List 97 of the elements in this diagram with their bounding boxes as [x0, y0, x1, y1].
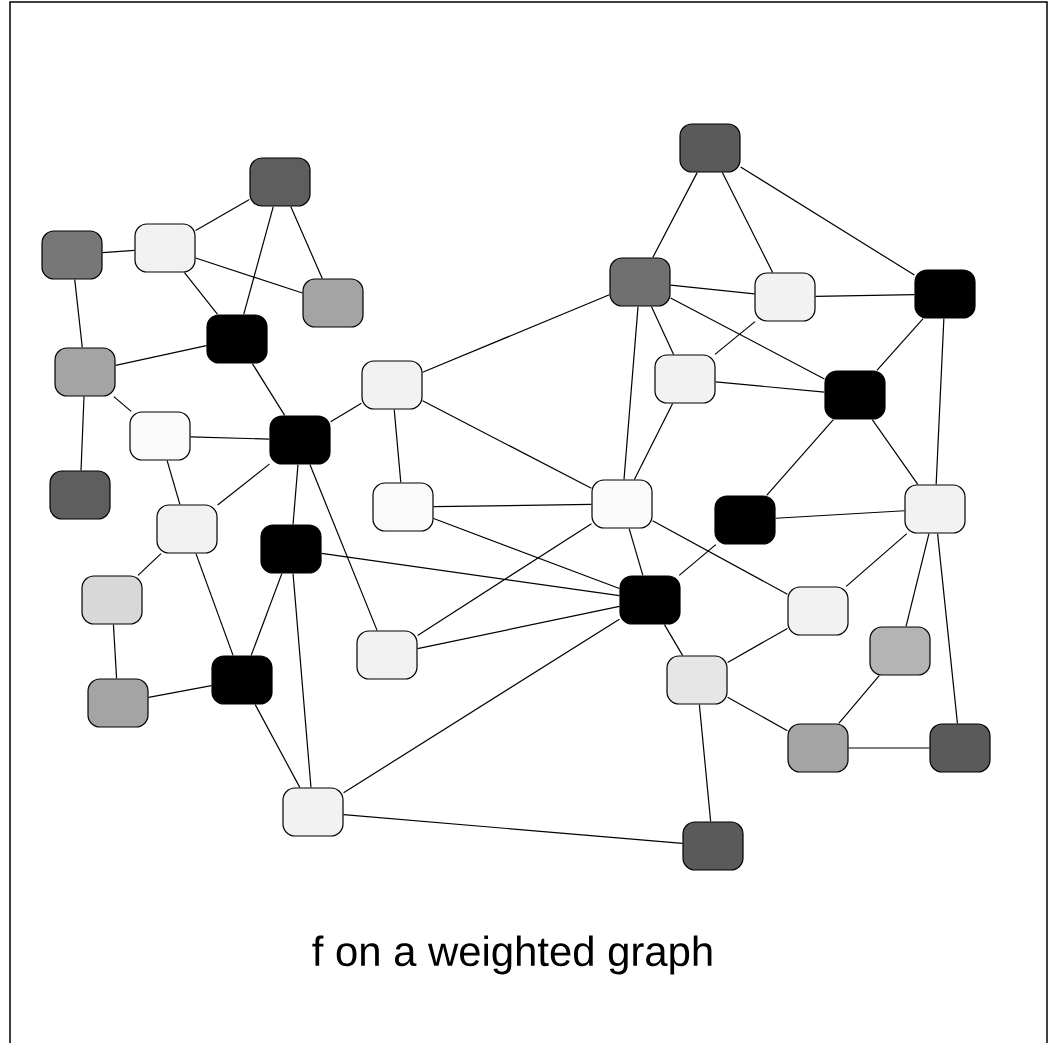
edge-line [343, 618, 620, 794]
edge-line [148, 685, 212, 698]
edge-line [292, 573, 312, 788]
edge-line [623, 306, 639, 480]
graph-node [619, 575, 681, 625]
graph-node [260, 524, 322, 574]
edge-line [290, 206, 323, 279]
edge-line [251, 363, 286, 416]
edge-line [652, 520, 788, 595]
edge-line [195, 553, 234, 656]
graph-node [249, 157, 311, 207]
edge-line [417, 523, 592, 636]
edge-line [652, 172, 698, 258]
edge-line [74, 279, 83, 348]
edge-line [727, 627, 788, 664]
edge-line [715, 381, 825, 393]
graph-node [904, 484, 966, 534]
graph-node [87, 678, 149, 728]
edge-line [113, 396, 132, 412]
graph-node [302, 278, 364, 328]
graph-node [787, 723, 849, 773]
edge-line [243, 206, 274, 315]
edge-line [190, 436, 270, 440]
edge-line [848, 747, 930, 749]
edge-line [905, 533, 930, 627]
edge-line [766, 419, 834, 496]
graph-node [824, 370, 886, 420]
edge-line [871, 419, 919, 485]
edge-line [393, 409, 402, 483]
edge-line [137, 553, 162, 576]
edge-line [309, 464, 378, 631]
edge-line [433, 517, 620, 590]
edge-line [876, 318, 924, 371]
graph-node [211, 655, 273, 705]
edge-line [112, 624, 118, 679]
edge-line [815, 293, 915, 298]
graph-node [714, 495, 776, 545]
edge-line [935, 318, 945, 485]
graph-node [282, 787, 344, 837]
edge-line [292, 464, 299, 525]
edge-line [775, 510, 905, 519]
graph-node [591, 479, 653, 529]
edge-line [678, 544, 717, 576]
edge-line [250, 573, 283, 656]
graph-node [356, 630, 418, 680]
edge-line [330, 402, 362, 423]
edge-line [633, 403, 674, 480]
graph-node [81, 575, 143, 625]
edge-line [102, 249, 135, 254]
caption: f on a weighted graph [312, 935, 712, 975]
graph-node [41, 230, 103, 280]
edge-line [740, 166, 915, 276]
graph-node [361, 360, 423, 410]
graph-node [869, 626, 931, 676]
edge-line [166, 460, 181, 505]
edge-line [670, 284, 755, 295]
graph-node [609, 257, 671, 307]
graph-node [269, 415, 331, 465]
edge-line [714, 321, 756, 355]
graph-node [49, 470, 111, 520]
edge-line [195, 257, 303, 294]
graph-node [679, 123, 741, 173]
graph-node [206, 314, 268, 364]
edge-line [721, 172, 774, 273]
edge-line [422, 294, 610, 373]
edge-line [663, 624, 684, 656]
graph-node [682, 821, 744, 871]
edge-line [698, 704, 712, 822]
graph-node [666, 655, 728, 705]
graph-node [156, 504, 218, 554]
edge-line [422, 400, 592, 489]
graph-node [129, 411, 191, 461]
edge-line [727, 696, 788, 732]
graph-node [654, 354, 716, 404]
edge-line [321, 552, 620, 597]
edge-line [195, 198, 250, 232]
edge-line [80, 396, 85, 471]
edge-line [670, 297, 825, 380]
edge-line [628, 528, 644, 576]
edge-line [936, 533, 959, 724]
graph-node [929, 723, 991, 773]
graph-node [754, 272, 816, 322]
graph-node [914, 269, 976, 319]
edge-line [433, 503, 592, 508]
graph-node [787, 586, 849, 636]
edge-line [115, 345, 207, 366]
graph-node [372, 482, 434, 532]
edge-line [217, 463, 270, 506]
edge-line [417, 605, 620, 650]
edge-line [845, 533, 908, 587]
graph-node [134, 223, 196, 273]
graph-node [54, 347, 116, 397]
edge-line [183, 272, 219, 315]
edge-line [838, 675, 880, 724]
edge-line [650, 306, 675, 355]
edge-line [254, 704, 301, 788]
edge-line [343, 814, 683, 844]
